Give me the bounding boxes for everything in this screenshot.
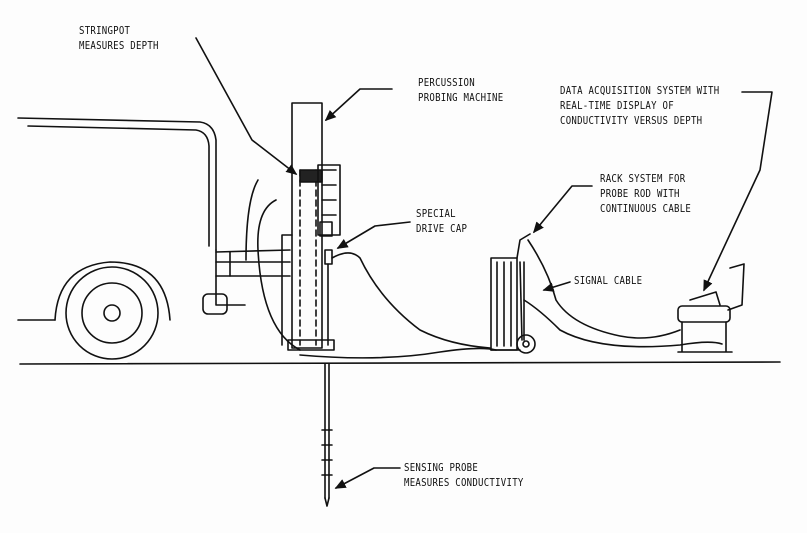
label-drive-cap: SPECIAL DRIVE CAP xyxy=(416,207,467,237)
label-line: SIGNAL CABLE xyxy=(574,275,643,287)
label-line: PERCUSSION xyxy=(418,77,475,89)
label-line: STRINGPOT xyxy=(79,25,131,37)
label-line: MEASURES CONDUCTIVITY xyxy=(404,477,524,489)
label-line: PROBING MACHINE xyxy=(418,92,504,104)
sensing-probe-rod xyxy=(321,363,333,507)
percussion-leader xyxy=(324,88,393,122)
label-line: SENSING PROBE xyxy=(404,462,479,474)
label-line: DRIVE CAP xyxy=(416,223,468,235)
label-line: CONTINUOUS CABLE xyxy=(600,203,692,215)
truck xyxy=(17,117,291,360)
label-line: SPECIAL xyxy=(416,208,456,220)
signal-cable-upper xyxy=(527,239,681,339)
data-acquisition-station xyxy=(677,263,745,353)
label-line: REAL-TIME DISPLAY OF xyxy=(560,100,674,112)
label-sensing-probe: SENSING PROBE MEASURES CONDUCTIVITY xyxy=(404,461,524,491)
label-line: MEASURES DEPTH xyxy=(79,40,159,52)
label-line: DATA ACQUISITION SYSTEM WITH xyxy=(560,85,720,97)
label-line: CONDUCTIVITY VERSUS DEPTH xyxy=(560,115,703,127)
label-signal-cable: SIGNAL CABLE xyxy=(574,274,642,289)
percussion-probing-machine xyxy=(245,102,341,351)
signal-cable xyxy=(523,299,723,348)
label-line: RACK SYSTEM FOR xyxy=(600,173,686,185)
label-rack-system: RACK SYSTEM FOR PROBE ROD WITH CONTINUOU… xyxy=(600,172,691,217)
rack-system xyxy=(490,233,536,354)
drive-cap-leader xyxy=(336,221,411,249)
ground-cable xyxy=(299,347,497,359)
data-acquisition-leader xyxy=(703,91,773,292)
label-stringpot: STRINGPOT MEASURES DEPTH xyxy=(79,24,159,54)
signal-cable-leader xyxy=(542,281,571,292)
rack-system-leader xyxy=(532,185,593,234)
drive-cap xyxy=(324,249,491,349)
stringpot-leader xyxy=(195,37,298,175)
sensing-probe-leader xyxy=(334,467,401,489)
label-line: PROBE ROD WITH xyxy=(600,188,680,200)
ground-line xyxy=(19,361,781,365)
label-data-acquisition: DATA ACQUISITION SYSTEM WITH REAL-TIME D… xyxy=(560,84,719,129)
label-percussion: PERCUSSION PROBING MACHINE xyxy=(418,76,503,106)
